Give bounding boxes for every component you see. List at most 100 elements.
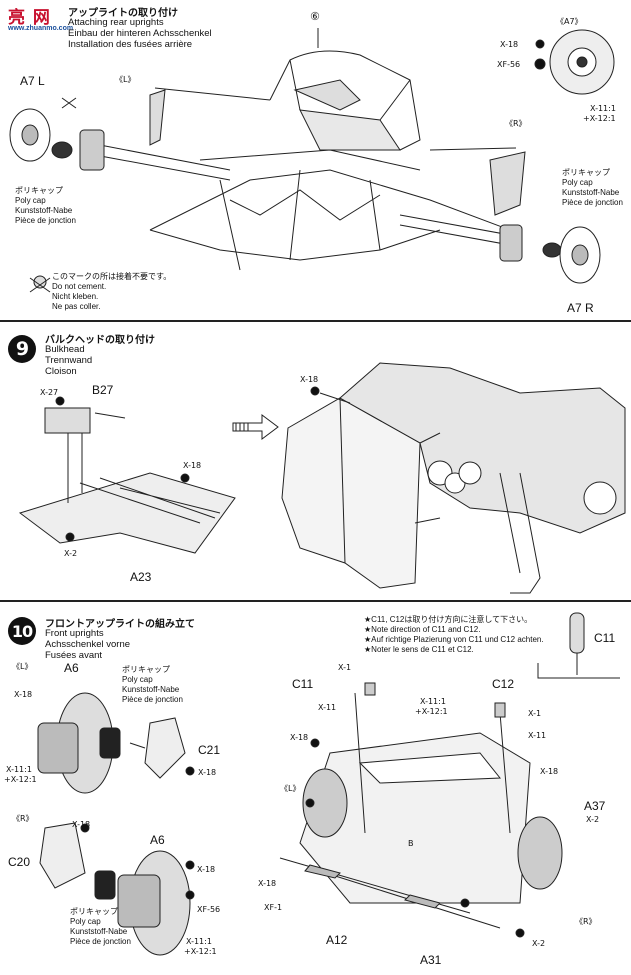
label-x11: X-11:1 [590,104,616,113]
no-cement-note: このマークの所は接着不要です。 Do not cement. Nicht kle… [52,272,171,312]
label-x18-d: X-18 [197,865,216,874]
polycap-de: Kunststoff-Nabe [562,188,620,197]
label-c11-top: C11 [594,631,616,645]
note-fr: ★Noter le sens de C11 et C12. [364,645,474,654]
label-c21: C21 [198,743,221,757]
label-x11-b: X-11:1 [186,937,212,946]
note-en: ★Note direction of C11 and C12. [364,625,481,634]
label-x27: X-27 [40,388,59,397]
label-a7r: A7 R [567,301,594,315]
polycap-note-right: ポリキャップ Poly cap Kunststoff-Nabe Pièce de… [562,168,623,208]
rear-upright-diagram [9,28,615,293]
step-10-title-ja: フロントアップライトの組み立て [45,619,195,630]
polycap-de: Kunststoff-Nabe [122,685,180,694]
logo-text: 亮 网 [8,8,51,28]
front-upright-diagram [37,612,620,956]
label-a6b: A6 [150,833,165,847]
section-divider [0,320,631,322]
no-cement-fr: Ne pas coller. [52,302,101,311]
step-10-badge: 10 [8,617,36,645]
label-xf1: XF-1 [264,903,283,912]
site-logo: 亮 网 www.zhuanmo.com [8,3,73,39]
label-a7: 《A7》 [556,17,583,26]
polycap-en: Poly cap [70,917,101,926]
label-a23: A23 [130,570,152,584]
polycap-note-left: ポリキャップ Poly cap Kunststoff-Nabe Pièce de… [15,186,76,226]
label-c20: C20 [8,855,31,869]
step-8-section: アップライトの取り付け Attaching rear uprights Einb… [0,0,631,318]
step-9-title-en: Bulkhead [45,344,85,355]
label-x18: X-18 [500,40,519,49]
label-x18-a: X-18 [14,690,33,699]
polycap-fr: Pièce de jonction [70,937,131,946]
label-x2-b: X-2 [532,939,546,948]
label-l: 《L》 [115,75,136,84]
polycap-fr: Pièce de jonction [122,695,183,704]
label-x11-c: X-11 [318,703,337,712]
label-x18-b: X-18 [198,768,217,777]
label-x18-f: X-18 [540,767,559,776]
step-10-section: 10 フロントアップライトの組み立て Front uprights Achssc… [0,603,631,975]
step-9-badge: 9 [8,335,36,363]
note-ja: ★C11, C12は取り付け方向に注意して下さい。 [364,615,533,624]
polycap-ja: ポリキャップ [562,168,610,177]
step-8-title-ja: アップライトの取り付け [68,8,178,19]
label-xf56: XF-56 [197,905,221,914]
label-x11: X-11:1 [6,765,32,774]
label-a37: A37 [584,799,606,813]
label-x12-c: +X-12:1 [415,707,448,716]
label-a31: A31 [420,953,442,967]
polycap-fr: Pièce de jonction [562,198,623,207]
label-x11-d: X-11:1 [420,697,446,706]
label-x12-b: +X-12:1 [184,947,217,956]
polycap-de: Kunststoff-Nabe [70,927,128,936]
label-x12: +X-12:1 [4,775,37,784]
step-10-title-en: Front uprights [45,628,104,639]
label-a7l: A7 L [20,74,45,88]
label-a12: A12 [326,933,348,947]
polycap-en: Poly cap [562,178,593,187]
label-x18-e: X-18 [290,733,309,742]
label-x2-a: X-2 [586,815,600,824]
bulkhead-diagram [18,362,626,594]
no-cement-ja: このマークの所は接着不要です。 [52,272,172,281]
note-de: ★Auf richtige Plazierung von C11 und C12… [364,635,544,644]
label-x18-c: X-18 [72,820,91,829]
label-x18-small: X-18 [183,461,202,470]
label-x18-big: X-18 [300,375,319,384]
label-x1-a: X-1 [338,663,352,672]
label-c11: C11 [292,677,314,691]
label-b27: B27 [92,383,114,397]
step-10-title-de: Achsschenkel vorne [45,639,131,650]
polycap-fr: Pièce de jonction [15,216,76,225]
polycap-en: Poly cap [122,675,153,684]
label-b: B [408,839,414,848]
no-cement-de: Nicht kleben. [52,292,99,301]
no-cement-en: Do not cement. [52,282,107,291]
label-xf56: XF-56 [497,60,521,69]
step-9-title-de: Trennwand [45,355,93,366]
polycap-de: Kunststoff-Nabe [15,206,73,215]
polycap-ja: ポリキャップ [70,907,118,916]
label-l: 《L》 [12,662,33,671]
step-8-title-de: Einbau der hinteren Achsschenkel [68,28,212,39]
logo-url: www.zhuanmo.com [8,25,74,32]
section-divider [0,600,631,602]
step-9-section: 9 バルクヘッドの取り付け Bulkhead Trennwand Cloison [0,323,631,598]
polycap-note-top: ポリキャップ Poly cap Kunststoff-Nabe Pièce de… [122,665,183,705]
label-l-b: 《L》 [280,784,301,793]
label-x11-e: X-11 [528,731,547,740]
label-x18-g: X-18 [258,879,277,888]
label-a6: A6 [64,661,79,675]
label-x12: +X-12:1 [583,114,616,123]
polycap-note-bottom: ポリキャップ Poly cap Kunststoff-Nabe Pièce de… [70,907,131,947]
polycap-en: Poly cap [15,196,46,205]
direction-notes: ★C11, C12は取り付け方向に注意して下さい。 ★Note directio… [364,615,544,655]
step-9-title-ja: バルクヘッドの取り付け [45,335,155,346]
label-r: 《R》 [505,119,527,128]
step-10-title-fr: Fusées avant [45,650,103,661]
polycap-ja: ポリキャップ [122,665,170,674]
label-part-6: ⑥ [310,10,320,23]
label-r-b: 《R》 [575,917,597,926]
step-8-title-fr: Installation des fusées arrière [68,39,193,50]
